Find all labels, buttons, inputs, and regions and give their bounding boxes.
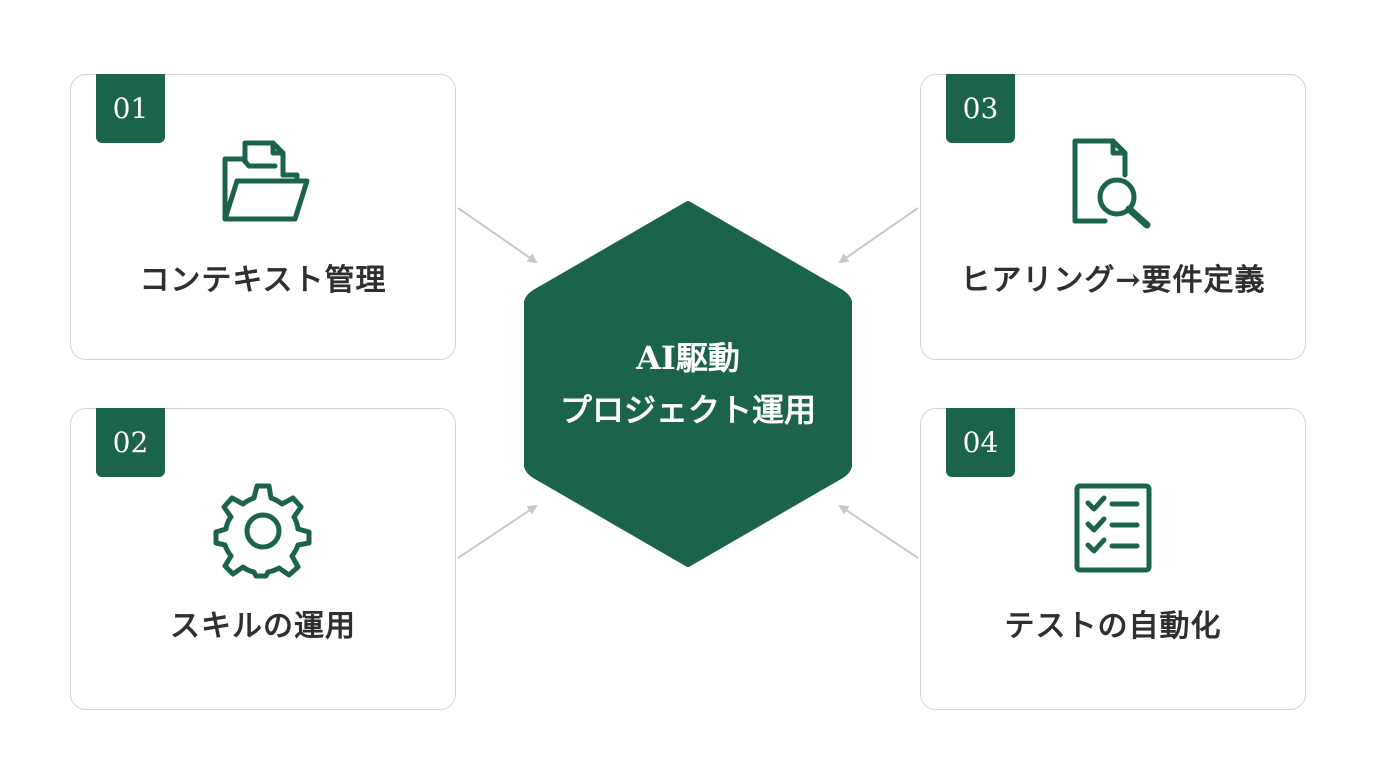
card-hearing-requirements: 03 ヒアリング→要件定義 xyxy=(920,74,1306,360)
step-number-badge: 03 xyxy=(946,74,1015,143)
step-number-badge: 01 xyxy=(96,74,165,143)
folder-icon xyxy=(222,140,310,222)
card-test-automation: 04 テストの自動化 xyxy=(920,408,1306,710)
document-search-icon xyxy=(1072,138,1151,229)
hub-title: AI駆動 プロジェクト運用 xyxy=(524,200,852,568)
card-skill-operation: 02 スキルの運用 xyxy=(70,408,456,710)
card-label: ヒアリング→要件定義 xyxy=(960,263,1266,298)
checklist-icon xyxy=(1074,483,1152,573)
hub-title-line-2: プロジェクト運用 xyxy=(559,391,816,429)
hub-title-line-1: AI駆動 xyxy=(636,339,740,377)
step-number-badge: 02 xyxy=(96,408,165,477)
card-label: スキルの運用 xyxy=(170,609,356,644)
card-label: テストの自動化 xyxy=(1004,609,1222,644)
step-number-badge: 04 xyxy=(946,408,1015,477)
hub-hexagon xyxy=(524,201,852,567)
gear-icon xyxy=(213,483,312,579)
card-context-management: 01 コンテキスト管理 xyxy=(70,74,456,360)
card-label: コンテキスト管理 xyxy=(139,263,387,298)
